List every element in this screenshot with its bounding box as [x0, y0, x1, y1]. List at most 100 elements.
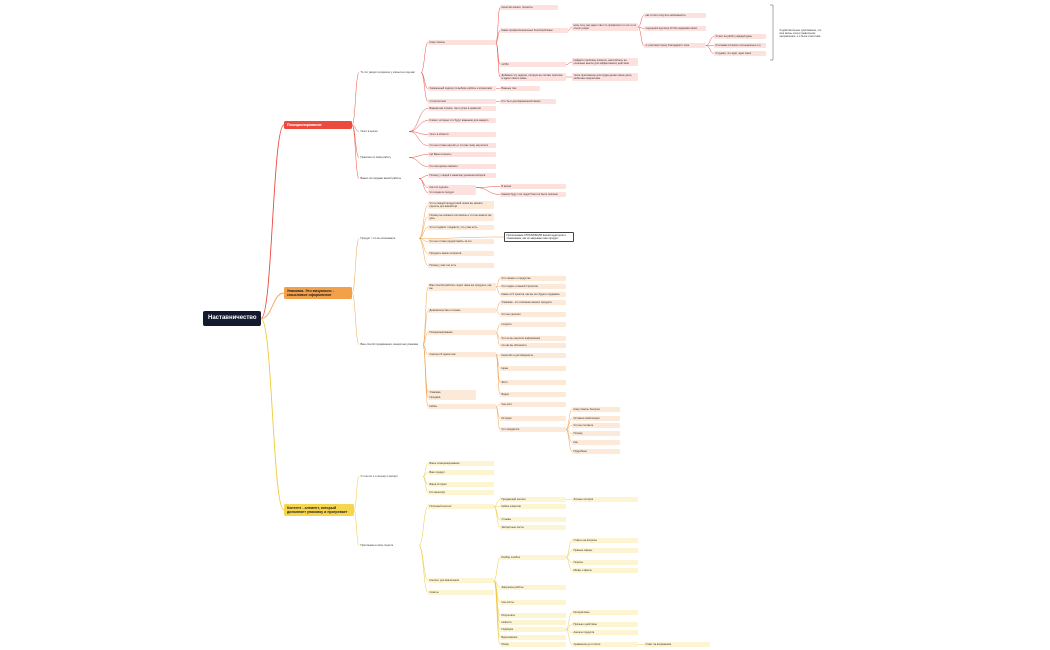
mindmap-node-orange-o35[interactable]: Упаковка [428, 390, 476, 396]
mindmap-node-yellow-y23[interactable]: Призыв к действию [572, 622, 638, 628]
mindmap-node-red-r7[interactable]: ощущения кругозор 10 баз задачами своих [644, 26, 706, 32]
mindmap-node-yellow-y28[interactable]: Новости [500, 620, 566, 626]
mindmap-node-red-r13[interactable]: хобби [500, 62, 566, 68]
mindmap-node-yellow-y12[interactable]: Отзывы [500, 517, 566, 523]
mindmap-node-orange-o36[interactable]: Продажа [428, 395, 476, 401]
mindmap-node-yellow-y21[interactable]: Подборки [500, 627, 566, 633]
mindmap-node-orange-o34[interactable]: Подробнее [572, 449, 620, 455]
mindmap-node-yellow-y11[interactable]: Кейсы клиентов [500, 504, 566, 510]
mindmap-node-yellow-y14[interactable]: Разбор ошибок [500, 555, 566, 561]
branch-content[interactable]: Контент - элемент, который дополняет упа… [284, 504, 354, 517]
mindmap-node-red-r34[interactable]: Что кидаете продукт [428, 190, 476, 196]
mindmap-node-orange-o2[interactable]: Что в каждой продуктовой линии вы можете… [428, 201, 494, 210]
mindmap-node-orange-o24[interactable]: Видео [500, 392, 566, 398]
mindmap-node-yellow-y1[interactable]: О том кто я и почему я эксперт [360, 475, 398, 478]
mindmap-node-orange-o30[interactable]: Оставьте свой вопрос [572, 416, 620, 422]
mindmap-node-red-r33[interactable]: Какими будут эти люди? Как это было опис… [500, 192, 566, 198]
mindmap-node-orange-o32[interactable]: Почему [572, 431, 620, 437]
mindmap-node-red-r24[interactable]: Опыт в области [428, 132, 496, 138]
mindmap-node-orange-o20[interactable]: Сам вы об одном шаг [428, 352, 496, 358]
mindmap-node-red-r2[interactable]: Кому помочь [428, 40, 496, 46]
mindmap-node-yellow-y3[interactable]: Ваш продукт [428, 470, 494, 476]
mindmap-node-red-r29[interactable]: Важно ли продажи вашей работы [360, 177, 402, 180]
mindmap-node-yellow-y2[interactable]: Ваше позиционирование [428, 461, 494, 467]
mindmap-node-red-r18[interactable]: Важные тем [500, 86, 540, 92]
mindmap-node-red-r28[interactable]: Кто интересен сможете [428, 164, 496, 170]
mindmap-node-orange-o1[interactable]: Продукт / что вы описываете [360, 237, 396, 240]
mindmap-node-red-r22[interactable]: Важная как плохие, так и успех в развити… [428, 106, 496, 112]
mindmap-node-red-r16[interactable]: тихое приложение для пруда делает ваше д… [572, 73, 638, 82]
mindmap-node-red-r6[interactable]: как хотите получить возможность [644, 13, 706, 19]
mindmap-node-yellow-y19[interactable]: Закулисье работы [500, 585, 566, 591]
mindmap-node-orange-o29[interactable]: Кому помочь быстрее [572, 407, 620, 413]
mindmap-node-red-r12[interactable]: Я действительно чувствовала, что моя жиз… [779, 29, 822, 39]
mindmap-node-red-r9[interactable]: Я шел на работу каждый день [714, 34, 766, 40]
mindmap-node-yellow-y29[interactable]: Вдохновение [500, 635, 566, 641]
mindmap-node-orange-o18[interactable]: Что не вы научили информации [500, 336, 566, 342]
mindmap-node-orange-o8[interactable]: Ваш способ продвижения, конкретная упако… [360, 343, 419, 346]
mindmap-node-red-r26[interactable]: Практики по свою работу [360, 156, 391, 159]
mindmap-node-orange-o12[interactable]: Какие-то 5 пунктов, как вы это будете пр… [500, 292, 566, 298]
mindmap-node-red-r25[interactable]: Что вы готовы научить и что вас чему нау… [428, 143, 496, 149]
mindmap-node-red-r10[interactable]: Я словам остались потенциально и я [714, 43, 766, 49]
mindmap-node-orange-o9[interactable]: Ваш способ работать через такие же проду… [428, 283, 496, 292]
mindmap-node-yellow-y27[interactable]: Результаты [500, 613, 566, 619]
mindmap-node-yellow-y8[interactable]: Контент для вовлечения [428, 578, 494, 584]
mindmap-node-orange-o14[interactable]: Упаковка - это описание вашего продукта [500, 300, 566, 306]
mindmap-node-red-r27[interactable]: ЦА Ваши клиенты [428, 152, 496, 158]
mindmap-node-orange-o27[interactable]: Истории [500, 416, 566, 422]
mindmap-node-orange-o4[interactable]: Что в подвиге / подкасте, что у вас есть [428, 225, 494, 231]
mindmap-node-red-r1[interactable]: То что увидят интересно у клиента в лид-… [360, 71, 415, 74]
mindmap-node-red-r17[interactable]: Уникальный подход / в выборе работы и кл… [428, 86, 496, 92]
mindmap-node-orange-o16[interactable]: Позиционирование [428, 330, 496, 336]
mindmap-node-yellow-y24[interactable]: Анонсы продукта [572, 630, 638, 636]
mindmap-node-red-r8[interactable]: а участники сразу благодарите тоже [644, 43, 706, 49]
mindmap-node-orange-o15[interactable]: Что вы сделали [500, 312, 566, 318]
mindmap-node-yellow-y13[interactable]: Экспертные посты [500, 525, 566, 531]
branch-positioning[interactable]: Позиционирование [284, 121, 352, 130]
mindmap-node-yellow-y7[interactable]: Полезный контент [428, 504, 494, 510]
mindmap-node-red-r5[interactable]: кому хочу нас дарит свет по профессии то… [572, 23, 638, 32]
mindmap-node-red-r31[interactable]: Как это сделать [428, 185, 476, 191]
mindmap-node-orange-o23[interactable]: Фото [500, 380, 566, 386]
root-node[interactable]: Наставничество [203, 311, 261, 326]
mindmap-node-yellow-y22[interactable]: Интерактивы [572, 610, 638, 616]
mindmap-node-orange-o17[interactable]: Соцсети [500, 322, 566, 328]
mindmap-node-orange-o10[interactable]: Что сказать о продуктах [500, 276, 566, 282]
mindmap-node-orange-o25[interactable]: Кейсы [428, 404, 496, 410]
mindmap-node-red-r23[interactable]: Клиент, которые что будут важными для ка… [428, 118, 496, 124]
mindmap-node-red-r21[interactable]: Опыт в целом [360, 130, 378, 133]
mindmap-node-red-r15[interactable]: Добавьте эту неделю, которую вы готовы п… [500, 73, 566, 82]
mindmap-node-orange-o5[interactable]: Что вы готовы предоставить за это [428, 239, 494, 245]
mindmap-node-orange-o22[interactable]: Цены [500, 366, 566, 372]
mindmap-node-yellow-y17[interactable]: Опросы [572, 560, 638, 566]
mindmap-node-yellow-y15[interactable]: Ответы на вопросы [572, 538, 638, 544]
mindmap-node-orange-o11[interactable]: Что подать о вашей стратегии [500, 284, 566, 290]
mindmap-node-yellow-y25[interactable]: Сравнение до и после [572, 642, 638, 648]
mindmap-node-red-r14[interactable]: Найдите проблему клиента, настройтесь на… [572, 58, 638, 67]
mindmap-node-yellow-y30[interactable]: Юмор [500, 642, 566, 648]
mindmap-node-yellow-y16[interactable]: Прямые эфиры [572, 548, 638, 554]
mindmap-node-yellow-y5[interactable]: Кто ваша ЦА [428, 490, 494, 496]
branch-packaging[interactable]: Упаковка. Это визуально - смысловое офор… [284, 287, 352, 300]
mindmap-node-orange-o6[interactable]: Продукты ваших клиентов [428, 251, 494, 257]
mindmap-node-orange-o28[interactable]: Что ожидается [500, 427, 566, 433]
mindmap-node-orange-note[interactable]: Прописываем СТРАХИ/БОЛИ вашей аудитории … [504, 232, 574, 243]
mindmap-node-orange-o3[interactable]: Почему вы сможете им помочь и что вы мож… [428, 213, 494, 222]
mindmap-node-yellow-y4[interactable]: Ваша история [428, 482, 494, 488]
mindmap-node-red-r3[interactable]: Какие профессиональные боли/проблемы [500, 28, 568, 34]
mindmap-node-red-r4[interactable]: Качество жизни, личность [500, 5, 558, 11]
mindmap-node-red-r30[interactable]: Почему у людей к заказчику решение вопро… [428, 173, 496, 179]
mindmap-node-yellow-y9[interactable]: Продающий контент [500, 497, 566, 503]
mindmap-node-red-r20[interactable]: Кто Ты в долговременной жизни [500, 99, 556, 105]
mindmap-node-yellow-y20[interactable]: Чек-листы [500, 600, 566, 606]
mindmap-node-orange-o7[interactable]: Почему у вас это есть [428, 263, 494, 269]
mindmap-node-orange-o31[interactable]: Что вы считаете [572, 423, 620, 429]
mindmap-node-yellow-y10[interactable]: Личные истории [572, 497, 638, 503]
mindmap-node-red-r19[interactable]: Сторителлинг [428, 99, 496, 105]
mindmap-node-orange-o26[interactable]: Чек-лист [500, 402, 566, 408]
mindmap-node-orange-o21[interactable]: Качество и достоверность [500, 353, 566, 359]
mindmap-node-yellow-y31[interactable]: Советы [428, 590, 494, 596]
mindmap-node-orange-o19[interactable]: Се как вы объясните [500, 343, 566, 349]
mindmap-node-red-r11[interactable]: Я думая, что ждет, ждет меня [714, 51, 766, 57]
